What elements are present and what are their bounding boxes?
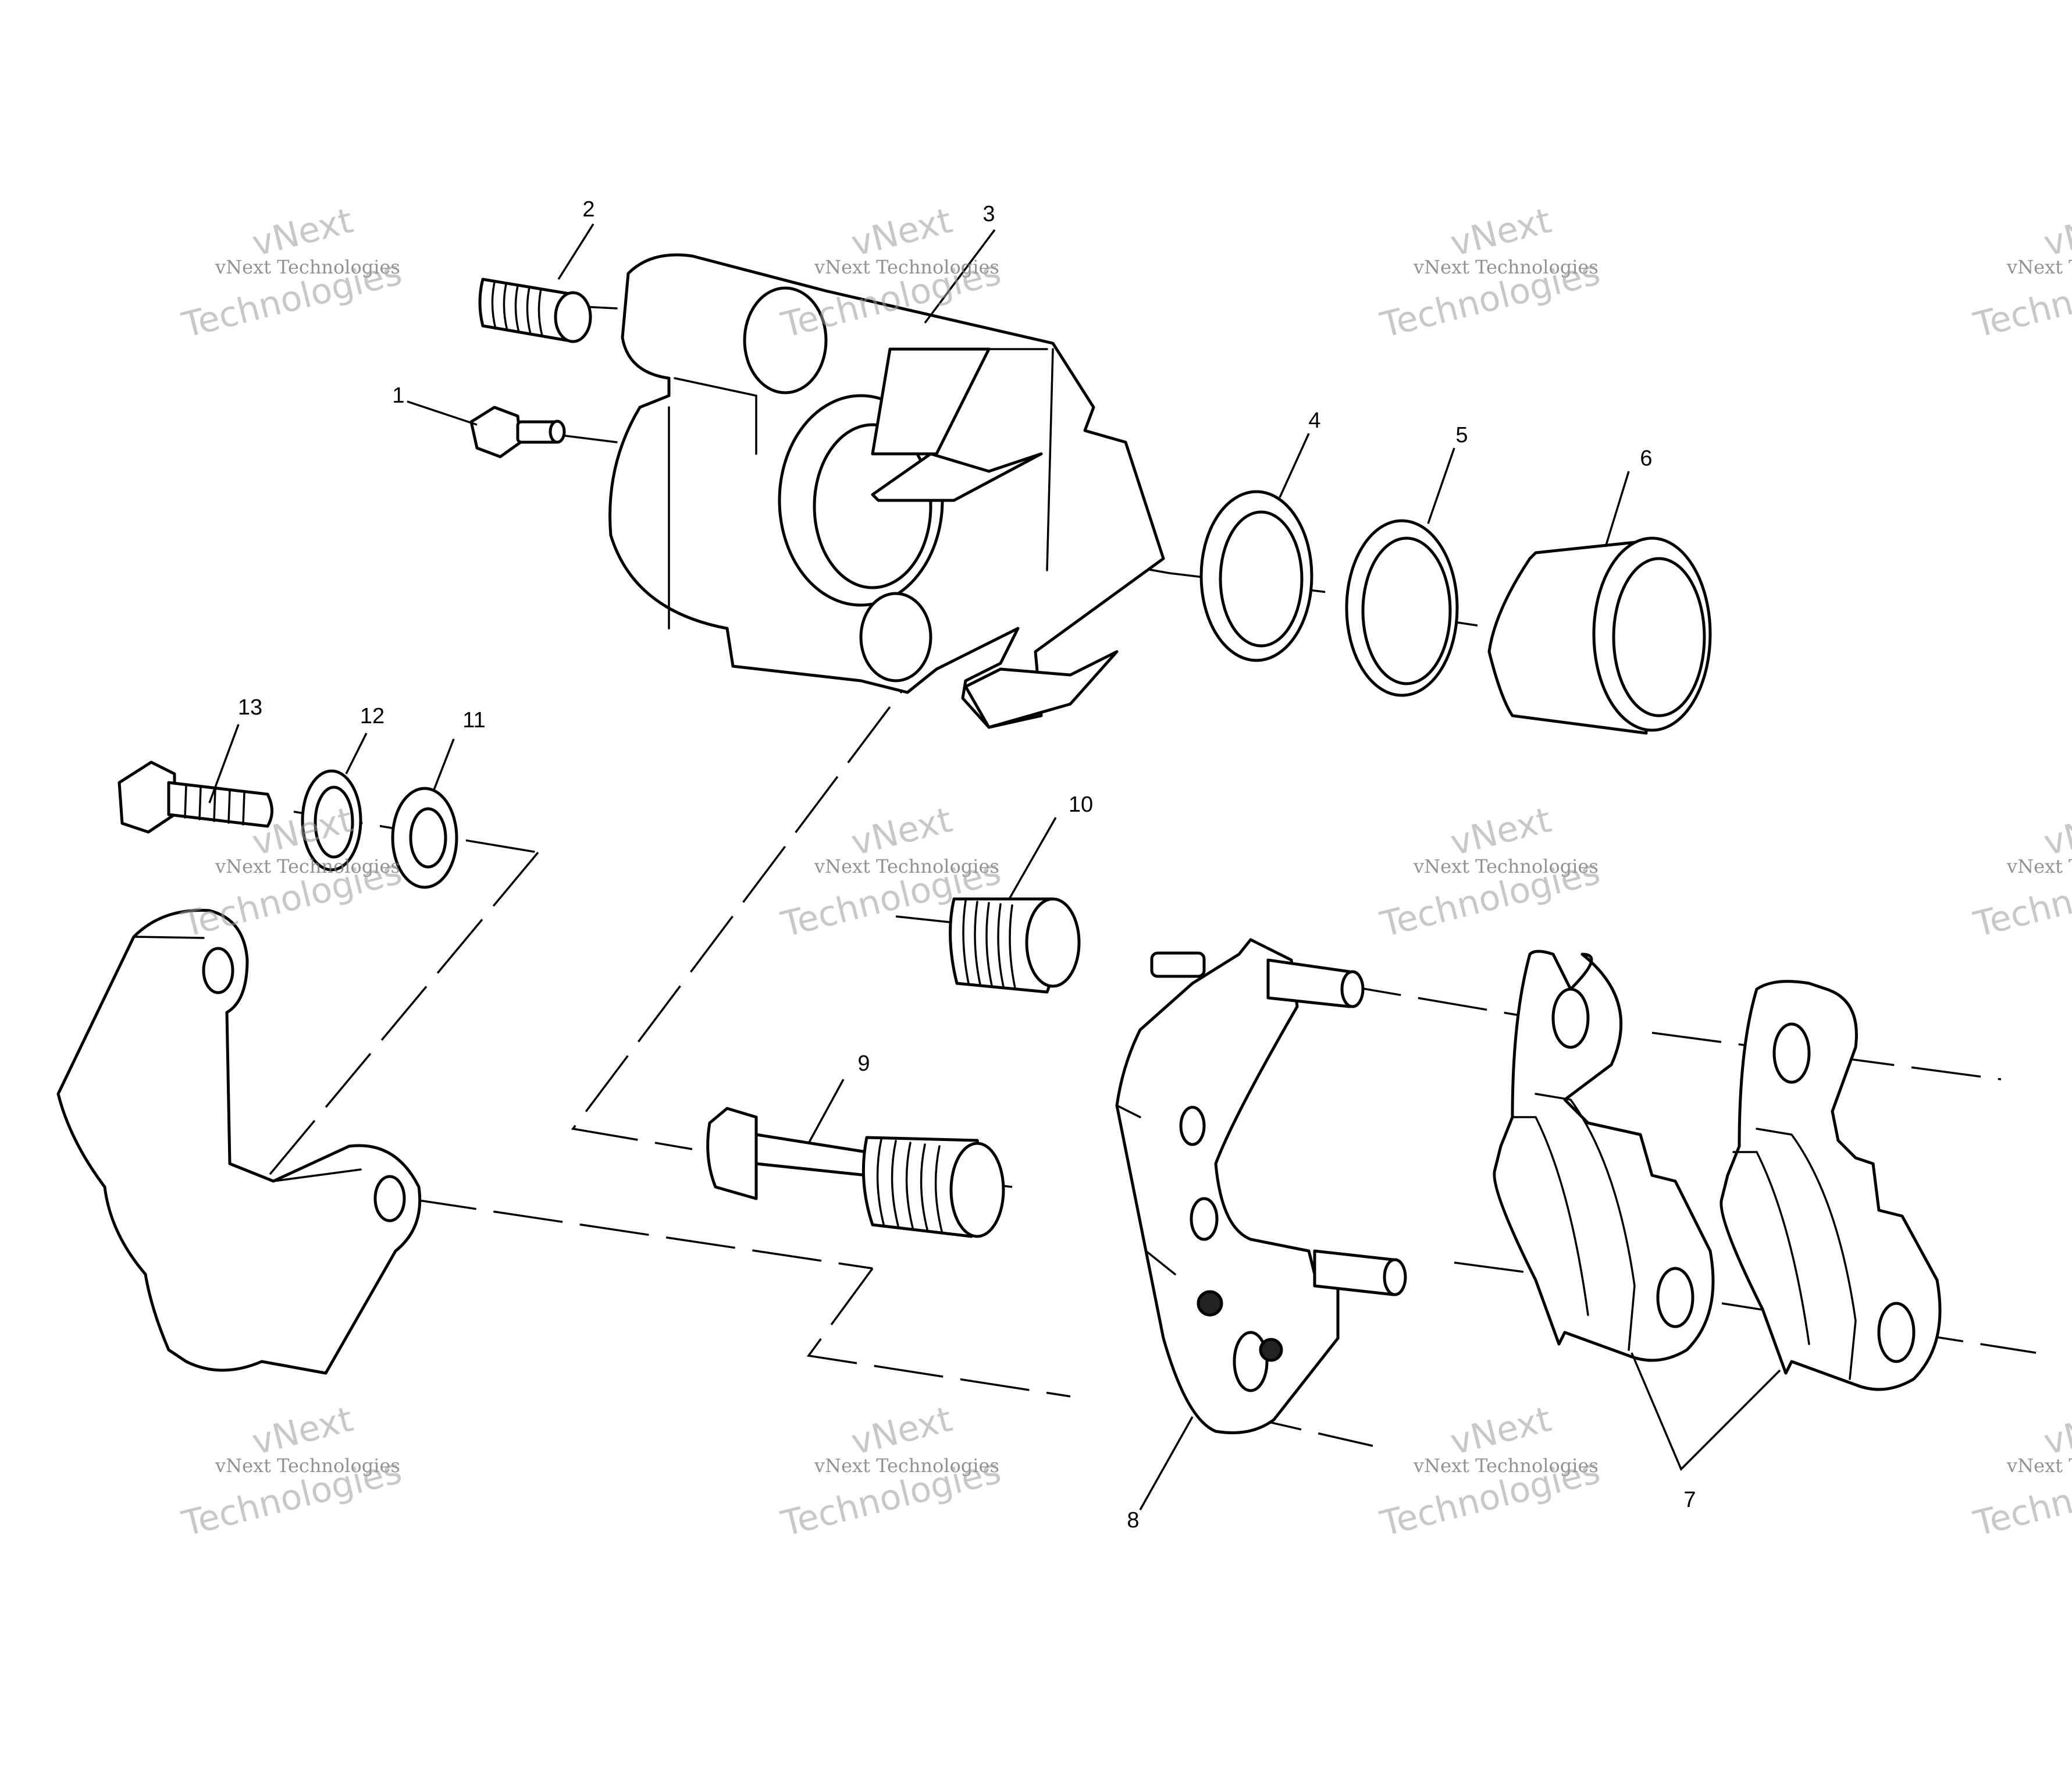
part-13-bolt [118,760,273,834]
watermark: vNext vNext Technologies Technologies [178,799,406,945]
watermark: vNext vNext Technologies Technologies [178,200,406,346]
callout-11: 11 [462,708,485,733]
watermark: vNext vNext Technologies Technologies [1970,200,2072,346]
watermark: vNext vNext Technologies Technologies [1376,1399,1604,1545]
callout-1: 1 [392,383,404,408]
svg-text:vNext Technologies: vNext Technologies [2006,1455,2072,1477]
callout-10: 10 [1069,792,1093,817]
part-8-anchor-plate [1115,938,1407,1434]
part-11-washer [391,787,458,889]
callout-3: 3 [982,202,995,226]
part-12-lock-washer [301,769,362,872]
svg-text:vNext Technologies: vNext Technologies [1413,1455,1598,1477]
callout-2: 2 [582,197,594,222]
callout-12: 12 [360,704,385,728]
part-1-bleeder [469,406,566,458]
part-5-ring [1345,519,1459,697]
svg-text:vNext Technologies: vNext Technologies [215,256,400,278]
svg-text:vNext: vNext [848,799,956,863]
watermark: vNext vNext Technologies Technologies [777,1399,1005,1545]
svg-text:vNext Technologies: vNext Technologies [1413,256,1598,278]
leader-lines [208,223,1781,1510]
callout-labels: 2 3 1 4 5 6 13 12 11 10 9 8 7 [238,197,1696,1533]
callout-7: 7 [1683,1488,1696,1512]
svg-text:vNext Technologies: vNext Technologies [1413,855,1598,877]
svg-text:vNext Technologies: vNext Technologies [2006,855,2072,877]
svg-text:vNext Technologies: vNext Technologies [814,1455,999,1477]
svg-text:vNext: vNext [248,1399,357,1463]
svg-text:vNext: vNext [1447,1399,1555,1463]
part-4-seal [1199,490,1313,662]
svg-text:vNext: vNext [2040,200,2072,264]
part-7-brake-pad-a [1493,950,1715,1362]
watermark: vNext vNext Technologies Technologies [1970,799,2072,945]
svg-text:vNext: vNext [1447,200,1555,264]
callout-6: 6 [1640,446,1652,471]
svg-text:vNext Technologies: vNext Technologies [814,256,999,278]
svg-text:vNext: vNext [2040,799,2072,863]
svg-text:vNext: vNext [248,200,357,264]
callout-8: 8 [1127,1508,1139,1533]
svg-text:vNext Technologies: vNext Technologies [814,855,999,877]
svg-text:vNext Technologies: vNext Technologies [215,855,400,877]
watermark: vNext vNext Technologies Technologies [1376,200,1604,346]
svg-text:vNext: vNext [2040,1399,2072,1463]
svg-text:vNext Technologies: vNext Technologies [215,1455,400,1477]
svg-text:vNext: vNext [848,1399,956,1463]
part-7-brake-pad-b [1719,980,1942,1391]
part-9-slide-pin [706,1107,1005,1238]
part-6-piston [1487,536,1712,735]
callout-9: 9 [857,1051,870,1076]
svg-text:vNext: vNext [848,200,956,264]
mounting-bracket [56,909,422,1375]
callout-13: 13 [238,695,262,720]
part-3-caliper-body [608,253,1165,729]
part-10-sleeve [949,897,1081,994]
svg-text:vNext: vNext [1447,799,1555,863]
callout-5: 5 [1455,423,1468,447]
watermark: vNext vNext Technologies Technologies [178,1399,406,1545]
part-2-plug [478,278,592,343]
watermark: vNext vNext Technologies Technologies [1376,799,1604,945]
watermark: vNext vNext Technologies Technologies [1970,1399,2072,1545]
callout-4: 4 [1308,408,1320,433]
svg-text:vNext Technologies: vNext Technologies [2006,256,2072,278]
